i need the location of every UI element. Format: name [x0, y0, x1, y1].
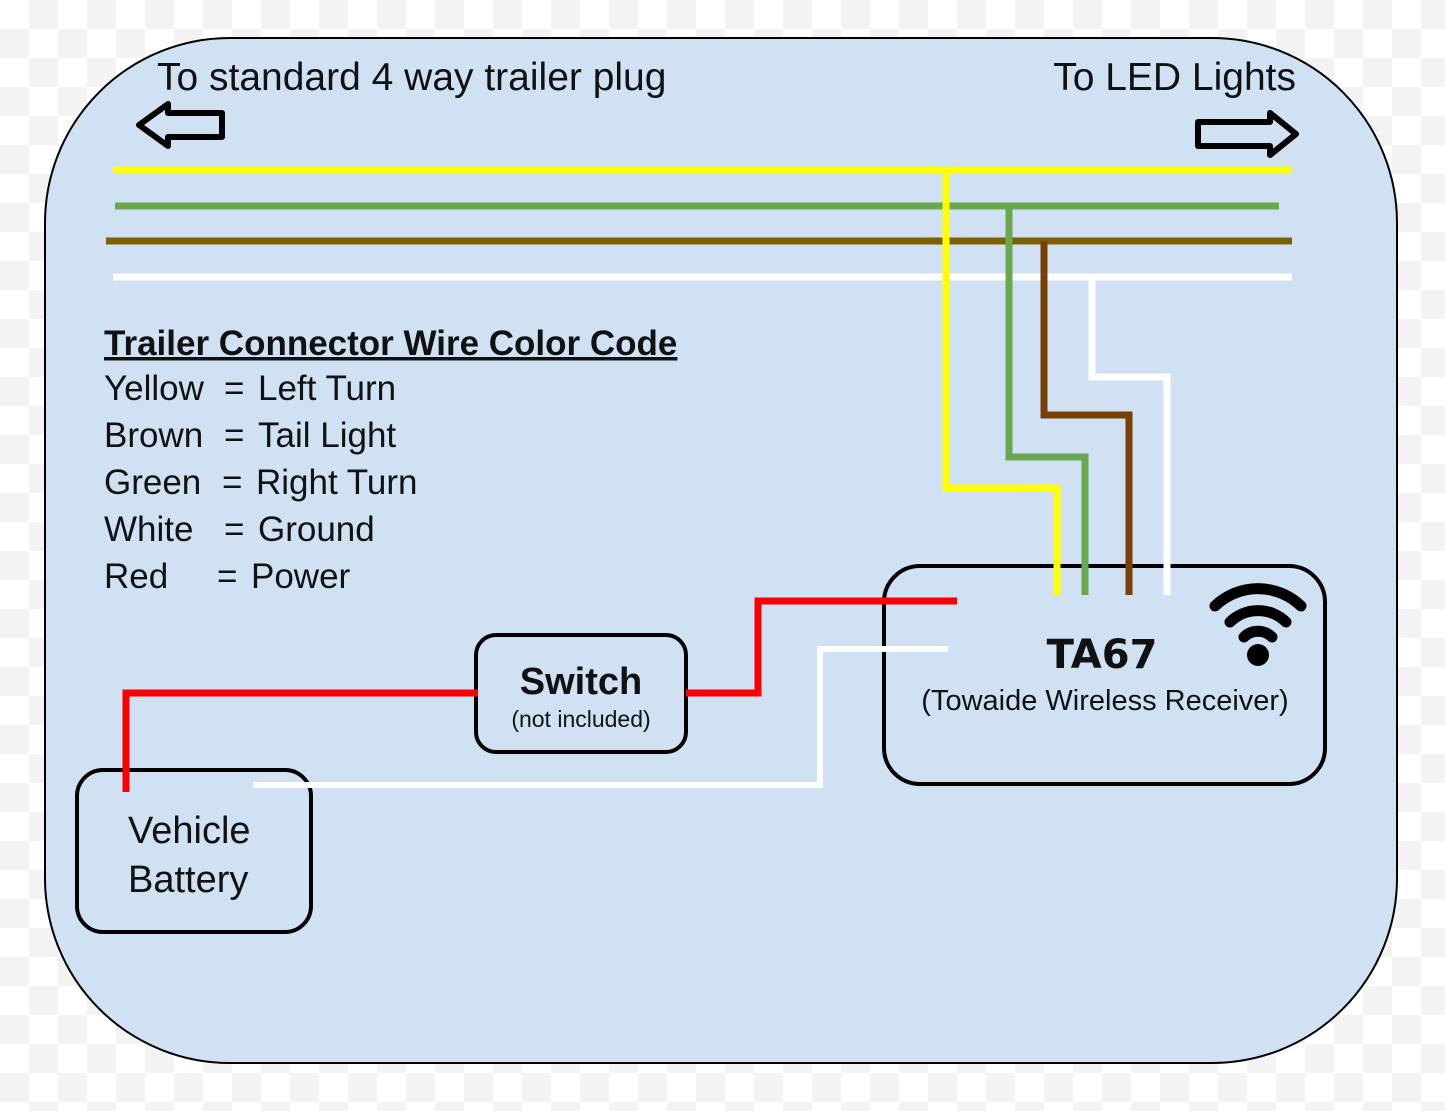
legend-title: Trailer Connector Wire Color Code [104, 324, 677, 363]
battery-label-line2: Battery [128, 859, 248, 901]
switch-note: (not included) [511, 706, 650, 732]
legend-meaning: Ground [258, 510, 375, 549]
legend-color-name: Green [104, 463, 201, 502]
diagram-panel [44, 37, 1398, 1064]
drop-wire-green [1005, 206, 1089, 595]
legend-meaning: Right Turn [256, 463, 417, 502]
wifi-icon [1209, 583, 1307, 666]
legend-color-name: Brown [104, 416, 203, 455]
receiver-box [882, 564, 1327, 786]
drop-wire-brown [1040, 241, 1133, 595]
legend-separator: = [224, 369, 244, 408]
legend-entry: Yellow = Left Turn [104, 369, 396, 408]
legend-entry: Brown = Tail Light [104, 416, 396, 455]
legend-color-name: White [104, 510, 193, 549]
battery-label-line1: Vehicle [128, 810, 251, 852]
arrow-right-icon [1195, 110, 1299, 158]
legend-separator: = [224, 510, 244, 549]
arrow-left-icon [136, 101, 225, 149]
legend-separator: = [222, 463, 242, 502]
ground-wire-battery-to-receiver [253, 646, 948, 788]
legend-entry: Green = Right Turn [104, 463, 417, 502]
legend-entry: White = Ground [104, 510, 375, 549]
legend-color-name: Yellow [104, 369, 205, 408]
drop-wire-yellow [942, 170, 1061, 595]
legend-meaning: Tail Light [258, 416, 396, 455]
wire-color-legend: Trailer Connector Wire Color Code Yellow… [104, 324, 677, 596]
battery-box [75, 768, 313, 934]
legend-entry: Red = Power [104, 557, 351, 596]
switch-label: Switch [520, 661, 642, 703]
label-to-led-lights: To LED Lights [1053, 56, 1296, 99]
receiver-description: (Towaide Wireless Receiver) [921, 685, 1288, 717]
drop-wire-white [1088, 277, 1171, 595]
legend-meaning: Left Turn [258, 369, 396, 408]
legend-separator: = [217, 557, 237, 596]
legend-meaning: Power [251, 557, 351, 596]
power-wire-switch-to-receiver [686, 597, 957, 697]
label-to-trailer-plug: To standard 4 way trailer plug [157, 56, 666, 99]
receiver-model: TA67 [1047, 632, 1158, 678]
power-wire-battery-to-switch [122, 689, 478, 792]
legend-separator: = [224, 416, 244, 455]
legend-color-name: Red [104, 557, 168, 596]
